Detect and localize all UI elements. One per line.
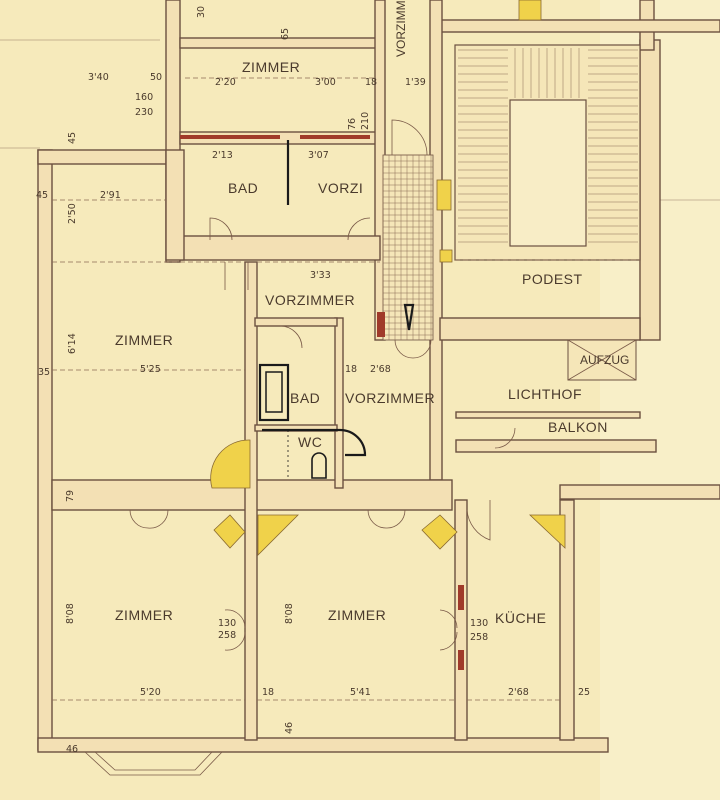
dim-291: 2'91 [100, 190, 121, 201]
dim-541: 5'41 [350, 687, 371, 698]
dim-268b: 2'68 [508, 687, 529, 698]
bay-window [84, 751, 223, 776]
dim-307: 3'07 [308, 150, 329, 161]
corridor-tiles [382, 154, 434, 341]
dim-808a: 8'08 [65, 603, 76, 624]
dim-18c: 18 [262, 687, 274, 698]
paper-lines [0, 39, 720, 201]
room-label-zimmer-bm: ZIMMER [328, 607, 386, 623]
dim-18b: 18 [345, 364, 357, 375]
pen-markings [258, 140, 415, 480]
room-label-podest: PODEST [522, 271, 583, 287]
dim-46b: 46 [284, 722, 295, 734]
dim-130a: 130 [218, 618, 236, 629]
room-label-aufzug: AUFZUG [580, 353, 629, 367]
dim-45a: 45 [67, 132, 78, 144]
room-label-vorzimmer-2: VORZIMMER [345, 390, 435, 406]
room-label-vorzi: VORZI [318, 180, 363, 196]
dim-50: 50 [150, 72, 162, 83]
dim-45b: 45 [36, 190, 48, 201]
staircase [454, 44, 641, 261]
room-label-zimmer-top: ZIMMER [242, 59, 300, 75]
dim-220: 2'20 [215, 77, 236, 88]
dim-340: 3'40 [88, 72, 109, 83]
dim-160: 160 [135, 92, 153, 103]
red-accents [180, 135, 464, 670]
dim-333: 3'33 [310, 270, 331, 281]
dim-300: 3'00 [315, 77, 336, 88]
room-label-bad-top: BAD [228, 180, 258, 196]
dim-65: 65 [280, 28, 291, 40]
dim-46a: 46 [66, 744, 78, 755]
dim-18a: 18 [365, 77, 377, 88]
dim-230: 230 [135, 107, 153, 118]
dim-76: 76 [347, 118, 358, 130]
room-label-vorzimmer-top: VORZIMMER [394, 0, 408, 57]
dim-210: 210 [360, 112, 371, 130]
outer-walls [37, 0, 720, 753]
dashed-lines [52, 77, 640, 701]
dim-35: 35 [38, 367, 50, 378]
interior-walls [51, 0, 657, 741]
dim-614: 6'14 [67, 333, 78, 354]
dim-213: 2'13 [212, 150, 233, 161]
doors [129, 119, 516, 651]
dim-525: 5'25 [140, 364, 161, 375]
room-label-zimmer-left: ZIMMER [115, 332, 173, 348]
dim-258a: 258 [218, 630, 236, 641]
yellow-markers [210, 0, 566, 556]
room-label-kueche: KÜCHE [495, 609, 547, 626]
dim-258b: 258 [470, 632, 488, 643]
dim-520: 5'20 [140, 687, 161, 698]
dim-268a: 2'68 [370, 364, 391, 375]
dim-139: 1'39 [405, 77, 426, 88]
dim-25: 25 [578, 687, 590, 698]
dim-79: 79 [65, 490, 76, 502]
room-label-zimmer-bl: ZIMMER [115, 607, 173, 623]
room-label-wc: WC [298, 434, 322, 450]
room-label-bad-mid: BAD [290, 390, 320, 406]
elevator [567, 339, 637, 381]
dim-130b: 130 [470, 618, 488, 629]
dim-250: 2'50 [67, 203, 78, 224]
dim-30: 30 [196, 6, 207, 18]
room-label-balkon: BALKON [548, 419, 608, 435]
room-labels: ZIMMER BAD VORZI VORZIMMER ZIMMER VORZIM… [115, 0, 629, 626]
dim-808b: 8'08 [284, 603, 295, 624]
room-label-vorzimmer-1: VORZIMMER [265, 292, 355, 308]
dimension-labels: 3'40 50 160 230 2'20 3'00 18 1'39 30 65 … [36, 6, 590, 755]
room-label-lichthof: LICHTHOF [508, 386, 582, 402]
